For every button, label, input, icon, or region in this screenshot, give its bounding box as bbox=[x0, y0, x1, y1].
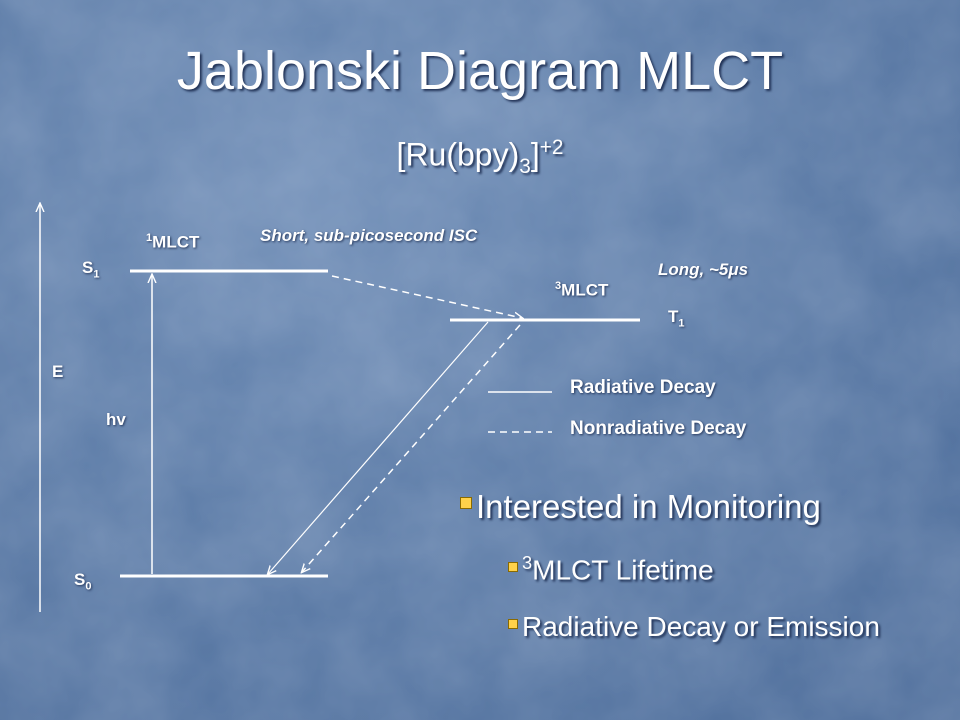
bullet-main: Interested in Monitoring bbox=[460, 488, 821, 526]
s0-label: S0 bbox=[74, 570, 92, 593]
t1-label: T1 bbox=[668, 307, 685, 330]
bullet-sub-lifetime: 3MLCT Lifetime bbox=[508, 553, 714, 586]
legend-radiative-label: Radiative Decay bbox=[570, 377, 716, 398]
legend-nonradiative-label: Nonradiative Decay bbox=[570, 418, 747, 439]
radiative-decay-arrow bbox=[268, 321, 489, 574]
isc-arrow bbox=[331, 275, 522, 318]
nonradiative-decay-arrow bbox=[302, 324, 521, 572]
bullet-square-icon bbox=[508, 561, 518, 572]
bullet-sub-emission: Radiative Decay or Emission bbox=[508, 611, 880, 643]
s1-label: S1 bbox=[82, 258, 100, 281]
bullet-square-icon bbox=[508, 618, 518, 629]
slide-title: Jablonski Diagram MLCT bbox=[176, 41, 784, 101]
excitation-label: hv bbox=[106, 410, 126, 429]
bullet-square-icon bbox=[460, 497, 472, 510]
singlet-mlct-label: 1MLCT bbox=[146, 232, 200, 252]
triplet-mlct-label: 3MLCT bbox=[555, 280, 609, 300]
slide-subtitle: [Ru(bpy)3]+2 bbox=[396, 136, 564, 179]
isc-annotation: Short, sub-picosecond ISC bbox=[260, 226, 478, 245]
energy-axis-label: E bbox=[52, 362, 64, 381]
lifetime-annotation: Long, ~5μs bbox=[658, 260, 749, 279]
